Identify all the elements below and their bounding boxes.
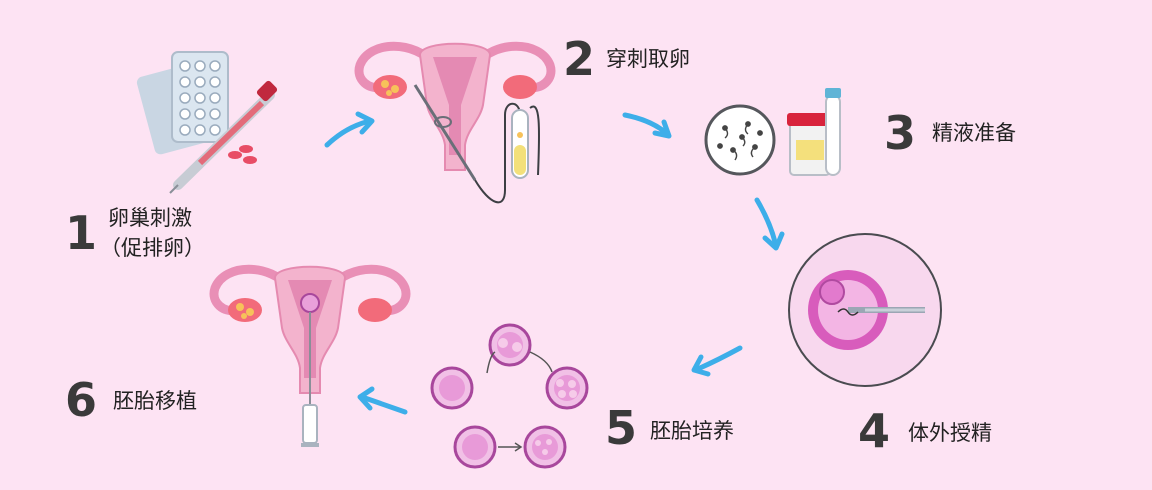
embryo-culture-icon	[430, 323, 589, 469]
step-4-number: 4	[858, 404, 891, 458]
fertilization-icon	[788, 233, 942, 387]
step-6-label: 胚胎移植	[113, 389, 197, 413]
egg-retrieval-icon	[359, 44, 551, 204]
step-5-number: 5	[605, 401, 638, 455]
step-2-label: 穿刺取卵	[606, 47, 690, 71]
embryo-transfer-icon	[214, 267, 406, 447]
sperm-sample-icon	[704, 88, 841, 176]
flow-arrow-icon	[324, 111, 785, 415]
step-4-label: 体外授精	[908, 421, 992, 445]
step-1-sublabel: （促排卵）	[100, 236, 205, 260]
step-1-number: 1	[65, 206, 98, 260]
step-2-number: 2	[563, 32, 596, 86]
medication-icon	[136, 51, 278, 194]
step-1-label: 卵巢刺激	[108, 206, 192, 230]
step-5-label: 胚胎培养	[650, 419, 734, 443]
step-3-label: 精液准备	[932, 121, 1016, 145]
step-6-number: 6	[65, 373, 98, 427]
step-3-number: 3	[884, 106, 917, 160]
